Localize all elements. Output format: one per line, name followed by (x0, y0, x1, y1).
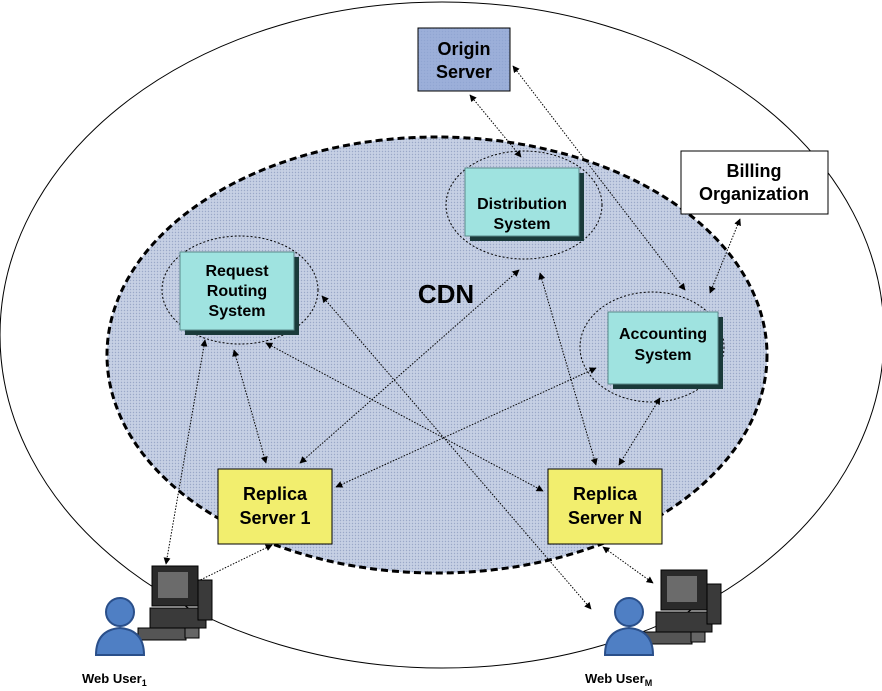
computer-icon (137, 565, 213, 641)
accounting-system-label-line2: System (635, 347, 692, 364)
connector-accounting-replica1 (335, 367, 597, 488)
outer-boundary-ellipse (0, 1, 882, 669)
person-icon (94, 597, 146, 656)
web-user-1-label: Web User1 (82, 671, 147, 688)
connector-replicaN-userM (602, 546, 654, 584)
replica-server-n-label-line1: Replica (573, 484, 638, 504)
distribution-system-node: Distribution System (464, 167, 584, 241)
billing-organization-label-line1: Billing (727, 161, 782, 181)
billing-organization-node: Billing Organization (680, 150, 829, 215)
web-user-1: Web User1 (82, 565, 213, 688)
replica-server-1-label-line1: Replica (243, 484, 308, 504)
connector-routing-user1 (163, 339, 208, 565)
connectors (163, 65, 741, 610)
replica-server-1-label-line2: Server 1 (239, 508, 310, 528)
origin-server-node: Origin Server (417, 27, 511, 92)
person-icon (603, 597, 655, 656)
web-user-m-subscript: M (645, 678, 653, 688)
accounting-system-node: Accounting System (607, 311, 723, 389)
connector-origin-distribution (469, 94, 522, 158)
connector-billing-accounting (709, 218, 741, 294)
billing-organization-label-line2: Organization (699, 184, 809, 204)
request-routing-label-line2: Routing (207, 283, 267, 300)
distribution-system-label-line1: Distribution (477, 196, 567, 213)
cdn-label: CDN (418, 279, 474, 309)
replica-server-n-node: Replica Server N (547, 468, 663, 545)
web-user-m: Web UserM (585, 569, 722, 688)
origin-server-label-line2: Server (436, 62, 492, 82)
distribution-system-label-line2: System (494, 216, 551, 233)
web-user-m-label: Web UserM (585, 671, 652, 688)
request-routing-system-node: Request Routing System (179, 251, 299, 335)
replica-server-1-node: Replica Server 1 (217, 468, 333, 545)
web-user-1-subscript: 1 (142, 678, 147, 688)
replica-server-n-label-line2: Server N (568, 508, 642, 528)
accounting-system-label-line1: Accounting (619, 326, 707, 343)
connector-replica1-user1 (191, 544, 273, 585)
connector-origin-accounting (512, 65, 686, 291)
connector-accounting-replicaN (618, 397, 661, 466)
origin-server-label-line1: Origin (438, 39, 491, 59)
request-routing-label-line1: Request (205, 263, 269, 280)
computer-icon (643, 569, 722, 645)
request-routing-label-line3: System (209, 303, 266, 320)
